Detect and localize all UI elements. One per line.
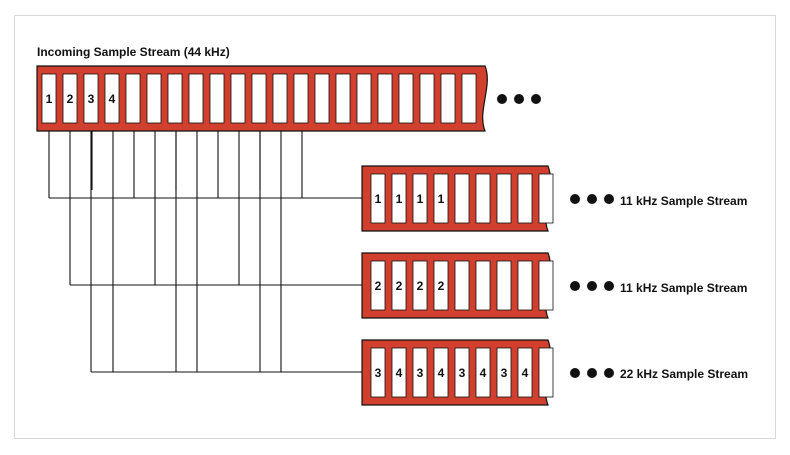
- ellipsis-dots-icon: [570, 194, 580, 204]
- output-stream-3-sample-label: 4: [480, 366, 487, 380]
- incoming-stream-slot: [188, 73, 204, 124]
- incoming-stream-slot: [461, 73, 477, 124]
- output-stream-3-slot: [475, 347, 491, 398]
- incoming-stream-sample-label: 2: [67, 92, 74, 106]
- output-stream-2-slot: [454, 260, 470, 311]
- incoming-stream-sample-label: 3: [88, 92, 95, 106]
- output-stream-3-slot: [454, 347, 470, 398]
- ellipsis-dots-icon: [587, 194, 597, 204]
- output-stream-1-slot: [475, 173, 491, 224]
- output-stream-3-sample-label: 3: [501, 366, 508, 380]
- ellipsis-dots-icon: [570, 281, 580, 291]
- output-stream-1-slot: [517, 173, 533, 224]
- incoming-stream-slot: [209, 73, 225, 124]
- incoming-stream-sample-label: 4: [109, 92, 116, 106]
- ellipsis-dots-icon: [514, 94, 524, 104]
- output-stream-1-slot: [391, 173, 407, 224]
- output-stream-3-sample-label: 4: [396, 366, 403, 380]
- output-stream-3-slot: [517, 347, 533, 398]
- output-stream-2-sample-label: 2: [396, 279, 403, 293]
- ellipsis-dots-icon: [604, 368, 614, 378]
- incoming-stream-slot: [293, 73, 309, 124]
- incoming-stream-slot: [125, 73, 141, 124]
- output-stream-3-sample-label: 4: [438, 366, 445, 380]
- output-stream-3-sample-label: 3: [459, 366, 466, 380]
- ellipsis-dots-icon: [587, 281, 597, 291]
- incoming-stream-sample-label: 1: [46, 92, 53, 106]
- output-stream-1-slot: [454, 173, 470, 224]
- incoming-stream-slot: [146, 73, 162, 124]
- output-stream-2-sample-label: 2: [375, 279, 382, 293]
- output-stream-2-slot: [412, 260, 428, 311]
- incoming-stream-slot: [104, 73, 120, 124]
- incoming-stream-slot: [398, 73, 414, 124]
- ellipsis-dots-icon: [497, 94, 507, 104]
- diagram-title: Incoming Sample Stream (44 kHz): [37, 45, 230, 59]
- incoming-stream-slot: [440, 73, 456, 124]
- output-stream-3-sample-label: 3: [417, 366, 424, 380]
- output-stream-1-sample-label: 1: [375, 192, 382, 206]
- incoming-stream-slot: [230, 73, 246, 124]
- routing-wires: [48, 131, 362, 373]
- output-stream-1-slot: [412, 173, 428, 224]
- incoming-stream-slot: [251, 73, 267, 124]
- output-stream-2-slot: [517, 260, 533, 311]
- incoming-stream-slot: [62, 73, 78, 124]
- incoming-stream-slot: [41, 73, 57, 124]
- output-caption-3: 22 kHz Sample Stream: [620, 367, 748, 381]
- output-stream-2-slot: [538, 260, 554, 311]
- ellipsis-dots-icon: [604, 194, 614, 204]
- output-stream-1-sample-label: 1: [438, 192, 445, 206]
- output-stream-1-slot: [433, 173, 449, 224]
- ellipsis-dots-icon: [570, 368, 580, 378]
- incoming-stream-slot: [335, 73, 351, 124]
- incoming-stream-slot: [377, 73, 393, 124]
- output-stream-2-sample-label: 2: [438, 279, 445, 293]
- incoming-stream-slot: [83, 73, 99, 124]
- ellipsis-dots-icon: [604, 281, 614, 291]
- output-stream-1-slot: [538, 173, 554, 224]
- output-stream-3-slot: [538, 347, 554, 398]
- output-stream-2-slot: [433, 260, 449, 311]
- output-stream-2-sample-label: 2: [417, 279, 424, 293]
- incoming-stream-slot: [272, 73, 288, 124]
- output-stream-3-slot: [433, 347, 449, 398]
- output-stream-2-slot: [370, 260, 386, 311]
- output-caption-2: 11 kHz Sample Stream: [620, 281, 747, 295]
- output-stream-1-slot: [496, 173, 512, 224]
- output-stream-2-slot: [475, 260, 491, 311]
- output-stream-3-slot: [412, 347, 428, 398]
- output-stream-2-slot: [391, 260, 407, 311]
- diagram-frame: [14, 15, 776, 439]
- output-stream-3-sample-label: 4: [522, 366, 529, 380]
- output-stream-3-slot: [370, 347, 386, 398]
- incoming-stream-slot: [356, 73, 372, 124]
- output-stream-1-sample-label: 1: [417, 192, 424, 206]
- output-stream-1-slot: [370, 173, 386, 224]
- output-stream-1-sample-label: 1: [396, 192, 403, 206]
- output-stream-2-slot: [496, 260, 512, 311]
- output-caption-1: 11 kHz Sample Stream: [620, 194, 747, 208]
- output-stream-3-slot: [391, 347, 407, 398]
- incoming-stream-slot: [167, 73, 183, 124]
- ellipsis-dots-icon: [531, 94, 541, 104]
- output-stream-3-slot: [496, 347, 512, 398]
- ellipsis-dots-icon: [587, 368, 597, 378]
- output-stream-3-sample-label: 3: [375, 366, 382, 380]
- incoming-stream-slot: [314, 73, 330, 124]
- incoming-stream-slot: [419, 73, 435, 124]
